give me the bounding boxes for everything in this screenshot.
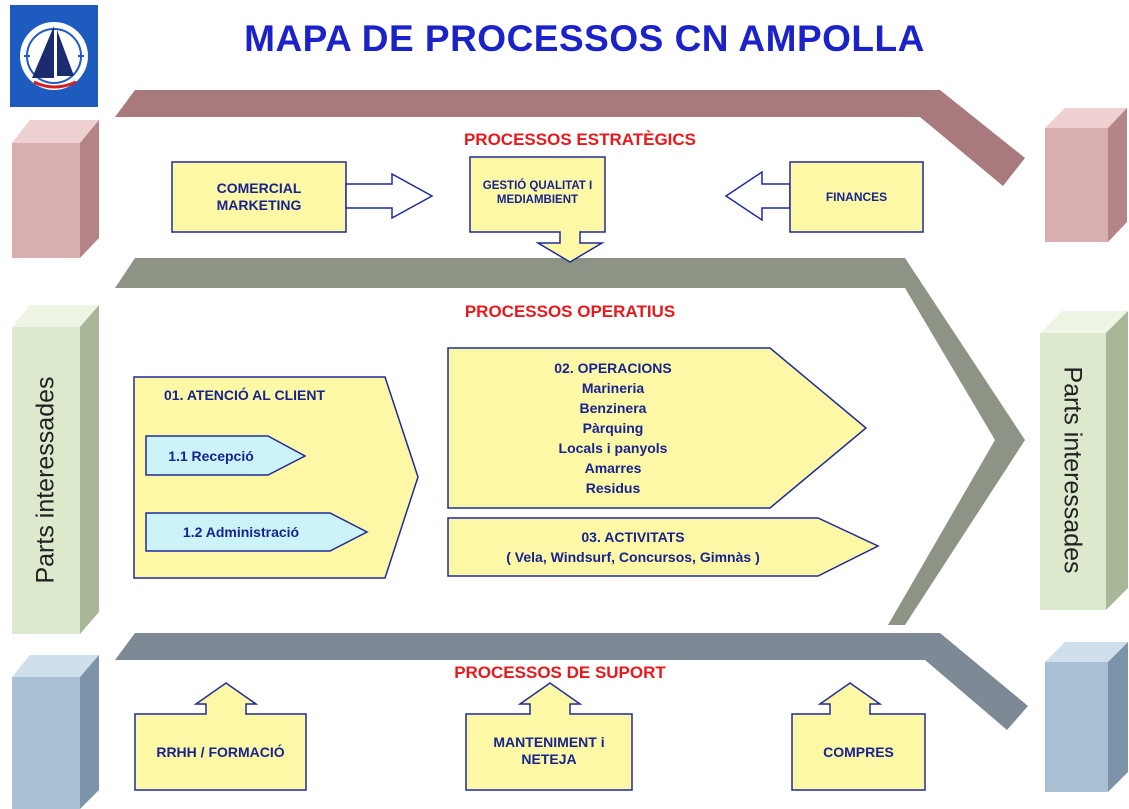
activitats-shape — [447, 517, 880, 577]
operacions-item: Benzinera — [579, 400, 647, 416]
finances-box — [789, 161, 924, 233]
comercial-label: COMERCIAL MARKETING — [216, 180, 302, 213]
qualitat-label: GESTIÓ QUALITAT I MEDIAMBIENT — [482, 180, 593, 206]
operacions-item: Amarres — [584, 460, 642, 476]
operacions-item: Pàrquing — [582, 420, 644, 436]
operacions-item: Residus — [585, 480, 641, 496]
right-strategic-block — [1045, 108, 1127, 242]
arrow-right-icon — [345, 172, 434, 220]
recepcio-label: 1.1 Recepció — [168, 448, 254, 464]
compres-box — [791, 682, 926, 791]
manteniment-label: MANTENIMENT i NETEJA — [493, 734, 605, 767]
qualitat-box — [469, 156, 606, 263]
operacions-item: Locals i panyols — [558, 440, 668, 456]
activitats-detail: ( Vela, Windsurf, Concursos, Gimnàs ) — [506, 549, 760, 565]
support-heading: PROCESSOS DE SUPORT — [454, 663, 666, 682]
manteniment-box — [465, 682, 633, 791]
activitats-label: 03. ACTIVITATS — [581, 529, 685, 545]
operacions-item: Marineria — [581, 380, 645, 396]
administracio-label: 1.2 Administració — [182, 524, 300, 540]
activitats-text: 03. ACTIVITATS ( Vela, Windsurf, Concurs… — [448, 527, 818, 567]
operacions-shape — [447, 347, 868, 509]
left-operational-block — [12, 305, 99, 634]
page-title: MAPA DE PROCESSOS CN AMPOLLA — [244, 18, 925, 59]
rrhh-box — [134, 682, 307, 791]
strategic-heading: PROCESSOS ESTRATÈGICS — [463, 130, 697, 149]
recepcio-shape — [145, 435, 307, 476]
right-support-block — [1045, 642, 1128, 792]
stakeholders-right-label: Parts interessades — [1058, 366, 1087, 574]
left-strategic-block — [12, 120, 99, 258]
operational-heading: PROCESSOS OPERATIUS — [464, 302, 676, 321]
stakeholders-left-label: Parts interessades — [31, 376, 60, 584]
support-band — [115, 633, 1028, 730]
finances-label: FINANCES — [825, 190, 888, 204]
comercial-box — [171, 161, 347, 233]
arrow-left-icon — [724, 170, 791, 222]
atencio-label: 01. ATENCIÓ AL CLIENT — [164, 387, 326, 403]
operacions-list: 02. OPERACIONS Marineria Benzinera Pàrqu… — [448, 358, 778, 498]
right-operational-block — [1040, 311, 1128, 610]
rrhh-label: RRHH / FORMACIÓ — [156, 744, 285, 760]
operacions-label: 02. OPERACIONS — [554, 360, 672, 376]
club-logo — [10, 5, 98, 107]
left-support-block — [12, 655, 99, 809]
strategic-band — [115, 90, 1025, 186]
compres-label: COMPRES — [823, 744, 894, 760]
administracio-shape — [145, 512, 369, 552]
